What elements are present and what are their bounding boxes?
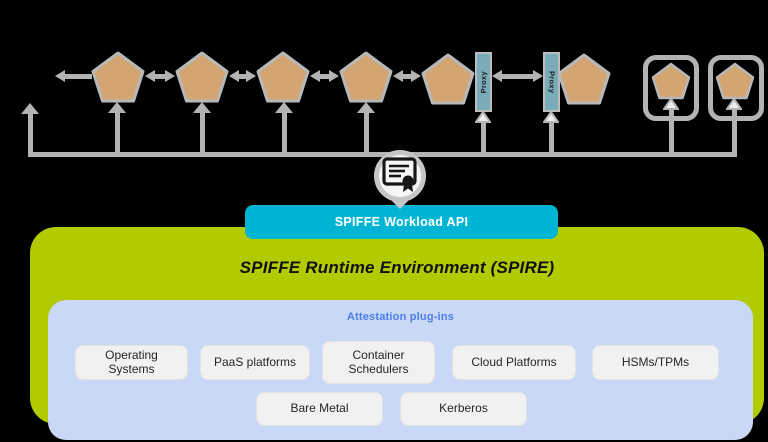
badge-pointer-icon: [391, 200, 409, 209]
arrow-stem: [669, 108, 674, 152]
arrow-left-icon: [145, 70, 155, 82]
arrow-left-icon: [55, 70, 65, 82]
bus-line: [28, 152, 737, 157]
arrow-up-hollow-icon: [542, 110, 560, 128]
arrow-line: [319, 74, 331, 79]
arrow-up-icon: [108, 102, 126, 113]
arrow-line: [402, 74, 413, 79]
plugin-label: Container Schedulers: [348, 347, 409, 376]
arrow-stem: [364, 112, 369, 152]
arrow-stem: [200, 112, 205, 152]
arrow-stem: [115, 112, 120, 152]
arrow-up-icon: [357, 102, 375, 113]
arrow-line: [154, 74, 167, 79]
arrow-stem: [481, 121, 486, 152]
arrow-up-hollow-icon: [725, 97, 743, 115]
plugin-hsms-tpms: HSMs/TPMs: [592, 345, 719, 380]
plugin-label: Bare Metal: [290, 401, 349, 416]
proxy-box: Proxy: [475, 52, 492, 112]
arrow-right-icon: [246, 70, 256, 82]
arrow-right-icon: [165, 70, 175, 82]
arrow-right-icon: [411, 70, 421, 82]
plugin-label: PaaS platforms: [213, 354, 297, 369]
plugin-label: Cloud Platforms: [471, 354, 557, 369]
arrow-stem: [28, 113, 33, 152]
workload-pentagon-icon: [256, 51, 310, 103]
workload-api-bar: SPIFFE Workload API: [245, 205, 558, 239]
arrow-up-icon: [275, 102, 293, 113]
plugin-cloud-platforms: Cloud Platforms: [452, 345, 576, 380]
workload-pentagon-icon: [421, 53, 475, 105]
arrow-right-icon: [329, 70, 339, 82]
plugin-bare-metal: Bare Metal: [256, 392, 383, 426]
workload-pentagon-small-icon: [715, 62, 755, 100]
plugin-kerberos: Kerberos: [400, 392, 527, 426]
arrow-up-hollow-icon: [662, 97, 680, 115]
arrow-up-icon: [193, 102, 211, 113]
workload-container-box: [708, 55, 764, 121]
arrow-left-icon: [393, 70, 403, 82]
arrow-right-icon: [533, 70, 543, 82]
plugin-container-schedulers: Container Schedulers: [322, 341, 435, 384]
plugin-operating-systems: Operating Systems: [75, 345, 188, 380]
proxy-label: Proxy: [478, 70, 488, 94]
plugin-label: Operating Systems: [105, 347, 158, 376]
certificate-icon: [379, 155, 421, 198]
plugin-label: Kerberos: [439, 401, 488, 416]
arrow-line: [64, 74, 92, 79]
arrow-left-icon: [310, 70, 320, 82]
plugin-label: HSMs/TPMs: [621, 354, 690, 369]
workload-pentagon-small-icon: [651, 62, 691, 100]
workload-container-box: [643, 55, 699, 121]
plugin-paas-platforms: PaaS platforms: [200, 345, 310, 380]
attestation-title: Attestation plug-ins: [346, 311, 455, 323]
arrow-up-hollow-icon: [474, 110, 492, 128]
arrow-left-icon: [229, 70, 239, 82]
proxy-box: Proxy: [543, 52, 560, 112]
svid-badge: [374, 150, 426, 202]
workload-pentagon-icon: [175, 51, 229, 103]
proxy-label: Proxy: [547, 70, 557, 94]
arrow-stem: [282, 112, 287, 152]
workload-pentagon-icon: [557, 53, 611, 105]
arrow-stem: [549, 121, 554, 152]
arrow-up-icon: [21, 103, 39, 114]
arrow-line: [501, 74, 535, 79]
spire-title: SPIFFE Runtime Environment (SPIRE): [239, 258, 555, 277]
workload-pentagon-icon: [339, 51, 393, 103]
arrow-line: [237, 74, 249, 79]
workload-api-label: SPIFFE Workload API: [334, 215, 469, 229]
arrow-left-icon: [492, 70, 502, 82]
arrow-stem: [732, 108, 737, 157]
workload-pentagon-icon: [91, 51, 145, 103]
